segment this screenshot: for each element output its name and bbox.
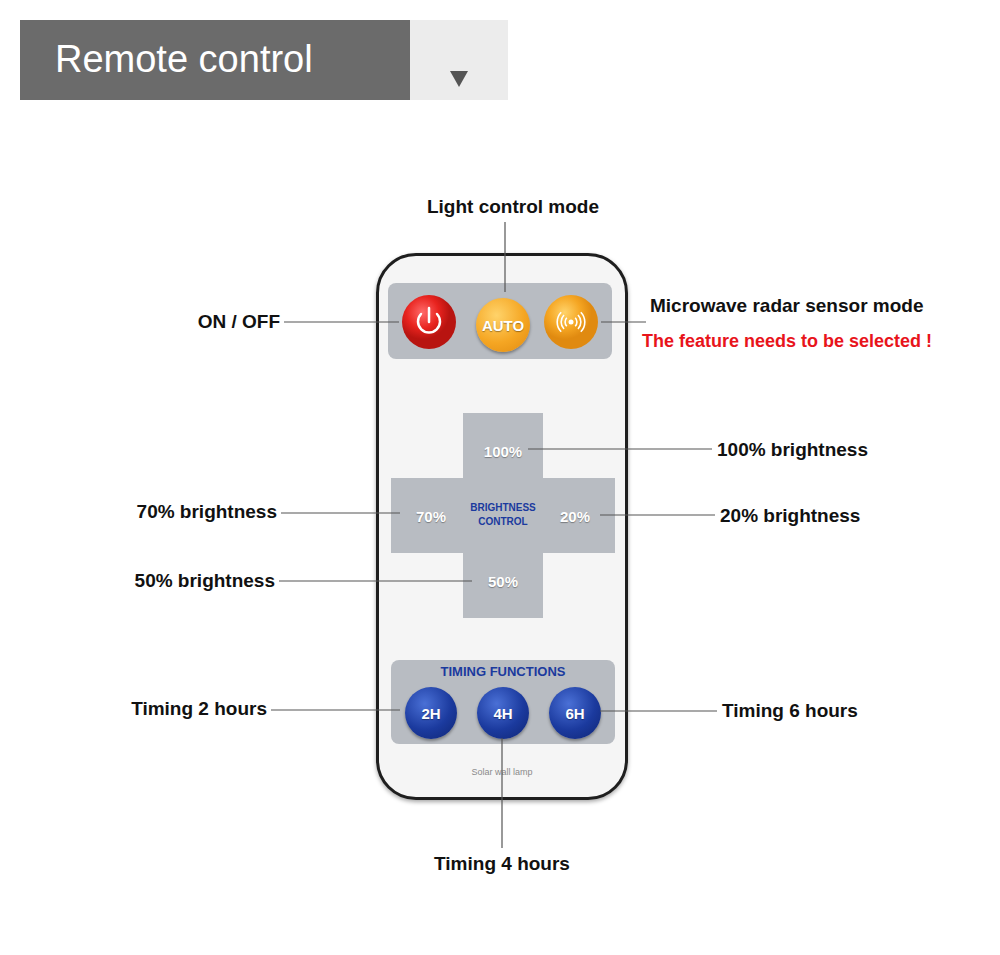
callout-label: Timing 4 hours xyxy=(434,853,570,875)
page-title: Remote control xyxy=(55,38,313,81)
callout-label: 50% brightness xyxy=(135,570,275,592)
leader-line xyxy=(501,738,502,848)
timing-button: 2H xyxy=(405,687,457,739)
model-label: Solar wall lamp xyxy=(379,767,625,777)
dropdown-box xyxy=(410,20,508,100)
leader-line xyxy=(279,580,472,581)
timing-button: 6H xyxy=(549,687,601,739)
leader-line xyxy=(600,710,717,711)
button-label: 70% xyxy=(416,508,446,525)
auto-button: AUTO xyxy=(476,298,530,352)
callout-label: 20% brightness xyxy=(720,505,860,527)
callout-label: Light control mode xyxy=(427,196,599,218)
leader-line xyxy=(600,514,715,515)
callout-label: 70% brightness xyxy=(137,501,277,523)
button-label: 6H xyxy=(565,705,584,722)
panel-heading: BRIGHTNESS CONTROL xyxy=(463,501,543,529)
callout-label: 100% brightness xyxy=(717,439,868,461)
button-label: AUTO xyxy=(482,317,524,334)
leader-line xyxy=(271,709,400,710)
leader-line xyxy=(528,448,712,449)
timing-panel: 2H 4H 6H TIMING FUNCTIONS xyxy=(391,660,615,744)
header-bar: Remote control xyxy=(20,20,410,100)
button-label: 2H xyxy=(421,705,440,722)
button-label: 50% xyxy=(488,573,518,590)
button-label: 20% xyxy=(560,508,590,525)
leader-line xyxy=(284,321,399,322)
panel-heading: TIMING FUNCTIONS xyxy=(391,664,615,679)
callout-label: Timing 2 hours xyxy=(131,698,267,720)
button-label: 100% xyxy=(484,443,522,460)
button-label: 4H xyxy=(493,705,512,722)
callout-label: Timing 6 hours xyxy=(722,700,858,722)
brightness-panel: 100% 70% 20% 50% BRIGHTNESS CONTROL xyxy=(391,413,615,618)
leader-line xyxy=(504,222,505,292)
warning-note: The feature needs to be selected ! xyxy=(642,331,932,352)
callout-label: ON / OFF xyxy=(198,311,280,333)
remote-body: AUTO 100% 70% 20% 50% BRIGHTNESS CONTROL 2H 4H 6… xyxy=(376,253,628,800)
callout-label: Microwave radar sensor mode xyxy=(650,295,924,317)
dropdown-arrow xyxy=(410,20,508,100)
leader-line xyxy=(601,321,646,322)
timing-button: 4H xyxy=(477,687,529,739)
leader-line xyxy=(281,512,400,513)
